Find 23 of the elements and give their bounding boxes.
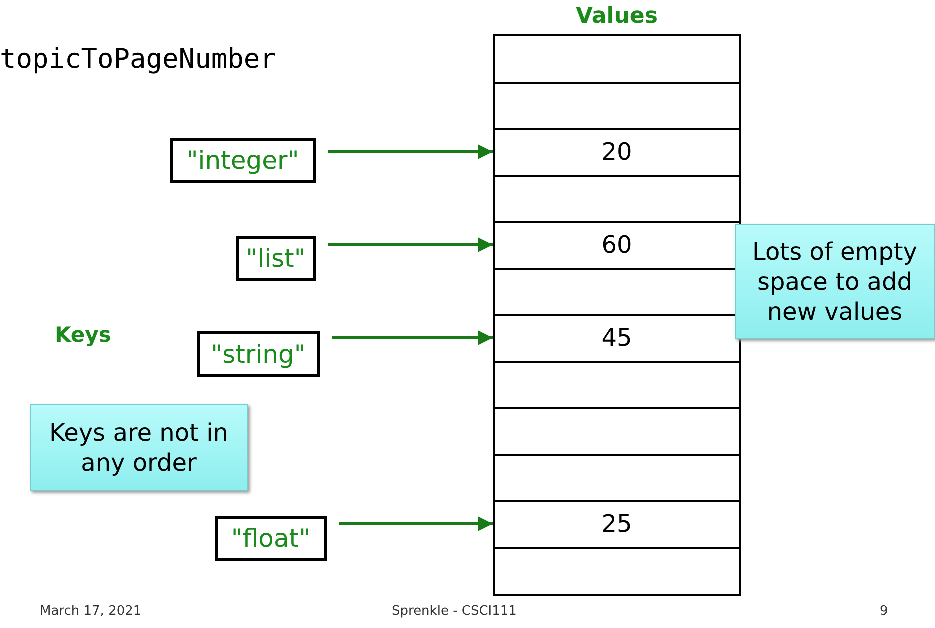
empty-cell — [495, 82, 739, 129]
empty-cell — [495, 176, 739, 222]
footer-date: March 17, 2021 — [40, 604, 142, 619]
key-box: "list" — [236, 236, 316, 281]
empty-cell — [495, 454, 739, 501]
variable-name: topicToPageNumber — [0, 44, 276, 75]
arrow — [332, 330, 493, 346]
empty-cell — [495, 408, 739, 454]
value-cell: 25 — [495, 501, 739, 548]
table-heading: Values — [576, 4, 658, 29]
key-box: "integer" — [170, 138, 316, 183]
footer-text: Sprenkle - CSCI111 — [392, 604, 517, 619]
arrow — [328, 238, 493, 252]
arrow — [339, 516, 493, 532]
page-number: 9 — [880, 604, 888, 619]
key-box: "string" — [197, 331, 320, 377]
callout-note: Lots of empty space to add new values — [735, 224, 935, 339]
arrow — [328, 144, 493, 160]
empty-cell — [495, 362, 739, 408]
axis-caption: Keys — [55, 323, 112, 347]
callout-note: Keys are not in any order — [30, 404, 248, 491]
value-cell: 20 — [495, 129, 739, 176]
key-box: "float" — [215, 516, 327, 561]
